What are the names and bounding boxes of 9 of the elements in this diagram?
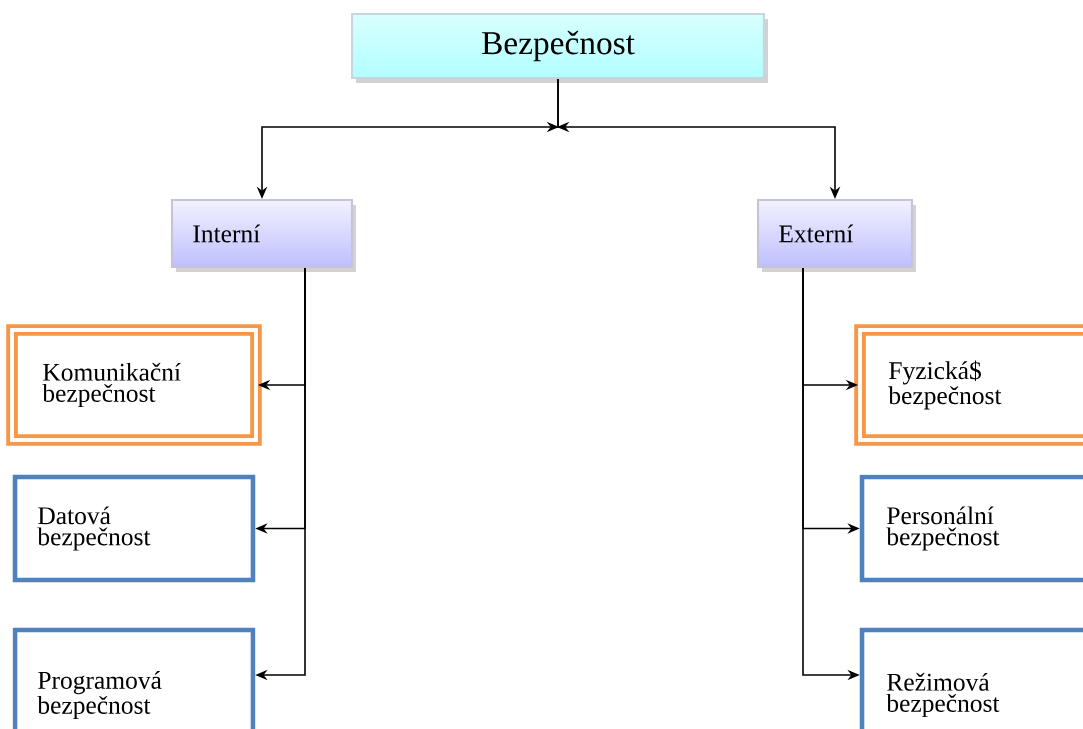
category-box: Interní — [170, 198, 356, 272]
title-box: Bezpečnost — [351, 12, 768, 83]
item-box: Personální bezpečnost — [859, 474, 1083, 583]
item-box: Režimová bezpečnost — [859, 627, 1083, 729]
item-box: Datová bezpečnost — [12, 474, 256, 583]
highlighted-box: Fyzická$ bezpečnost — [854, 324, 1083, 446]
highlighted-box: Komunikační bezpečnost — [6, 324, 262, 446]
item-box: Programová bezpečnost — [12, 627, 256, 729]
category-box: Externí — [756, 198, 916, 272]
